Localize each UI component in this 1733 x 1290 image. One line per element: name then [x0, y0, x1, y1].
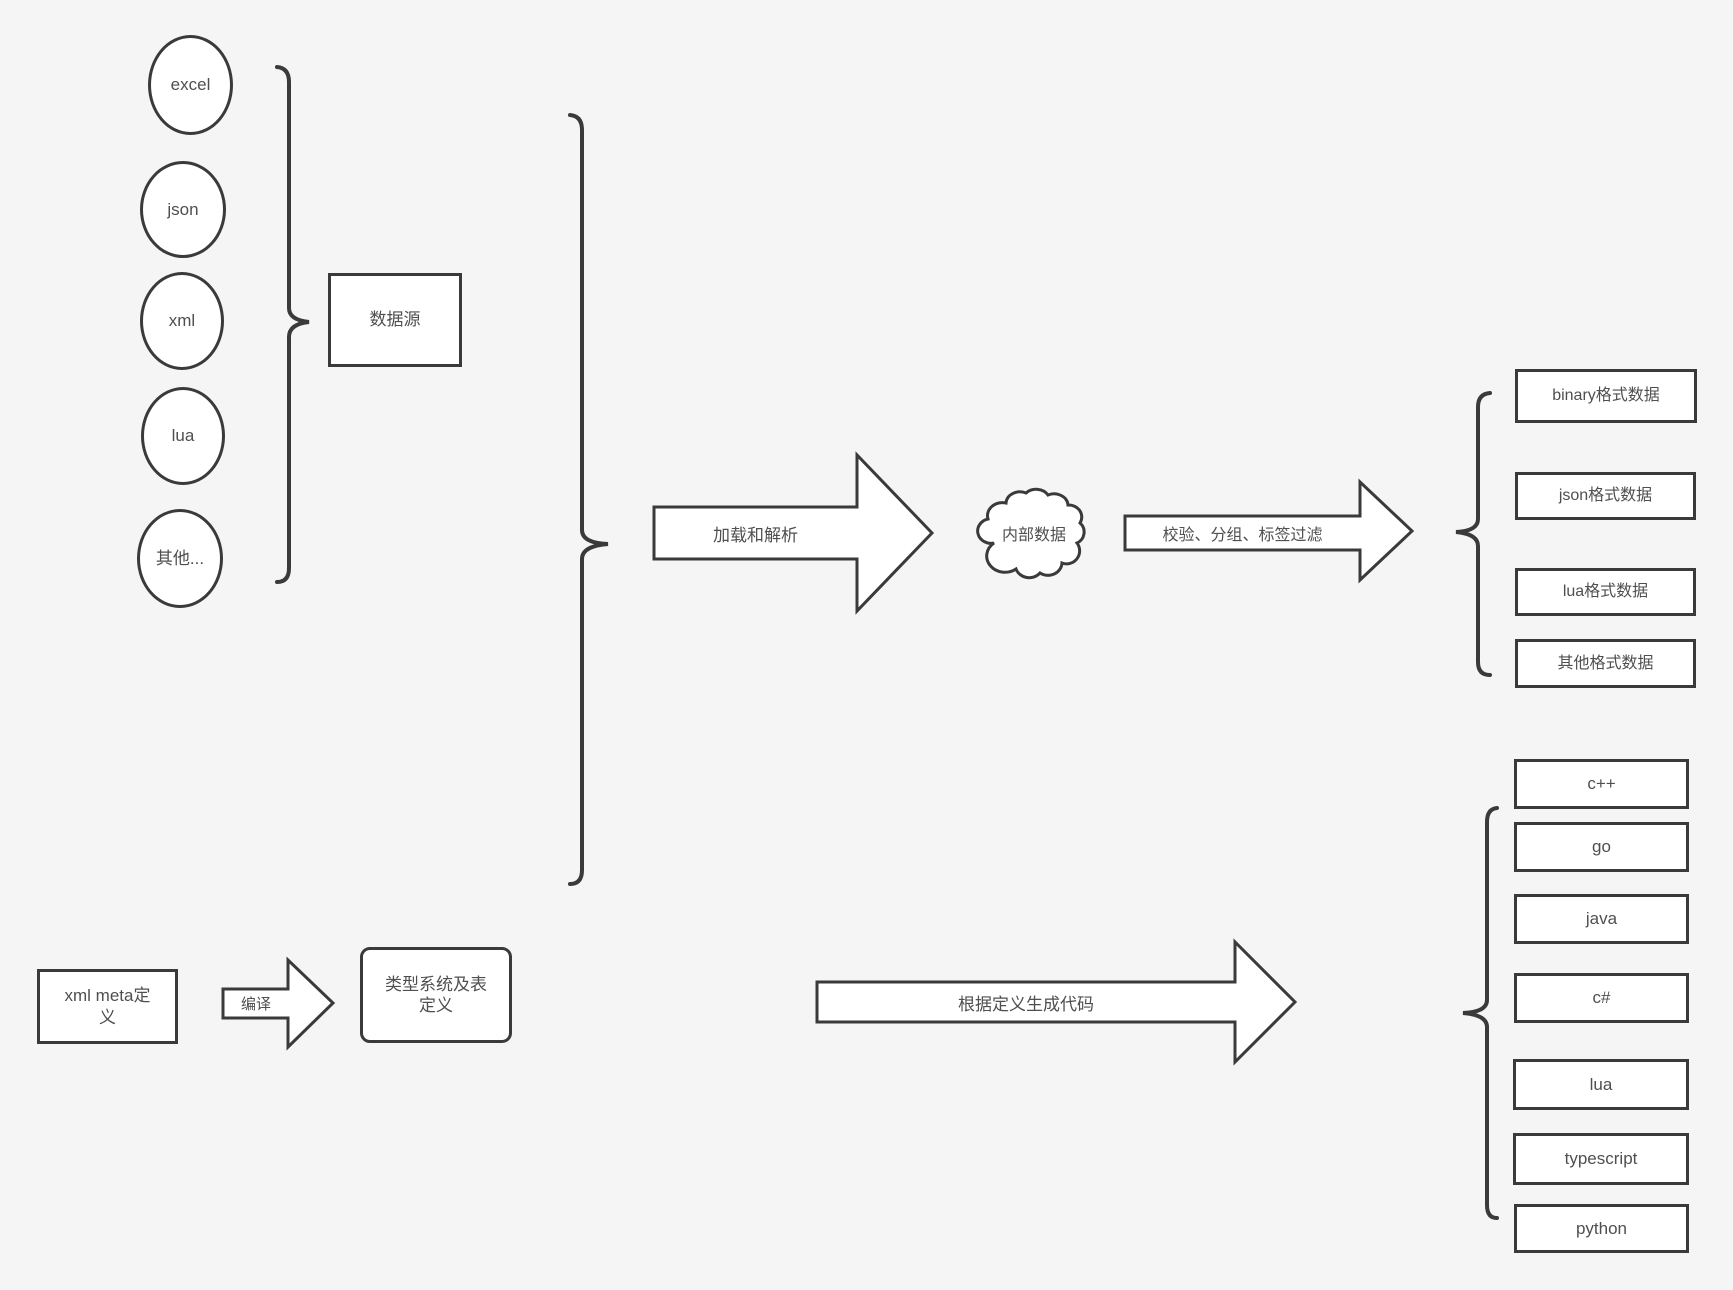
lang-box-cpp: c++: [1514, 759, 1689, 809]
lang-box-typescript: typescript: [1513, 1133, 1689, 1185]
lang-box-java: java: [1514, 894, 1689, 944]
generate-code-arrow-label: 根据定义生成代码: [958, 994, 1094, 1014]
source-ellipse-xml: xml: [140, 272, 224, 370]
source-ellipse-excel: excel: [148, 35, 233, 135]
compile-arrow: [221, 956, 336, 1051]
lang-box-lua: lua: [1513, 1059, 1689, 1110]
compile-arrow-label: 编译: [240, 996, 271, 1013]
source-ellipse-json: json: [140, 161, 226, 258]
brace-inputs-group: [568, 113, 609, 886]
generate-code-arrow: [815, 938, 1298, 1066]
validate-filter-arrow: [1123, 478, 1415, 584]
brace-output-formats: [1455, 391, 1492, 677]
internal-data-label: 内部数据: [1001, 527, 1066, 544]
lang-box-go: go: [1514, 822, 1689, 872]
format-box-binary: binary格式数据: [1515, 369, 1697, 423]
xml-meta-box: xml meta定义: [37, 969, 178, 1044]
type-system-box: 类型系统及表定义: [360, 947, 512, 1043]
type-system-box-label: 类型系统及表定义: [385, 974, 487, 1015]
lang-box-python: python: [1514, 1204, 1689, 1253]
format-box-lua: lua格式数据: [1515, 568, 1696, 616]
data-source-box: 数据源: [328, 273, 462, 367]
format-box-other: 其他格式数据: [1515, 639, 1696, 688]
format-box-json: json格式数据: [1515, 472, 1696, 520]
load-parse-arrow-label: 加载和解析: [713, 525, 798, 545]
source-ellipse-other: 其他...: [137, 509, 223, 608]
load-parse-arrow: [652, 451, 935, 615]
source-ellipse-lua: lua: [141, 387, 225, 485]
brace-languages: [1462, 806, 1499, 1220]
internal-data-cloud: [976, 487, 1086, 580]
xml-meta-box-label: xml meta定义: [64, 986, 151, 1027]
validate-filter-arrow-label: 校验、分组、标签过滤: [1162, 527, 1323, 544]
brace-sources: [275, 65, 310, 584]
lang-box-csharp: c#: [1514, 973, 1689, 1023]
